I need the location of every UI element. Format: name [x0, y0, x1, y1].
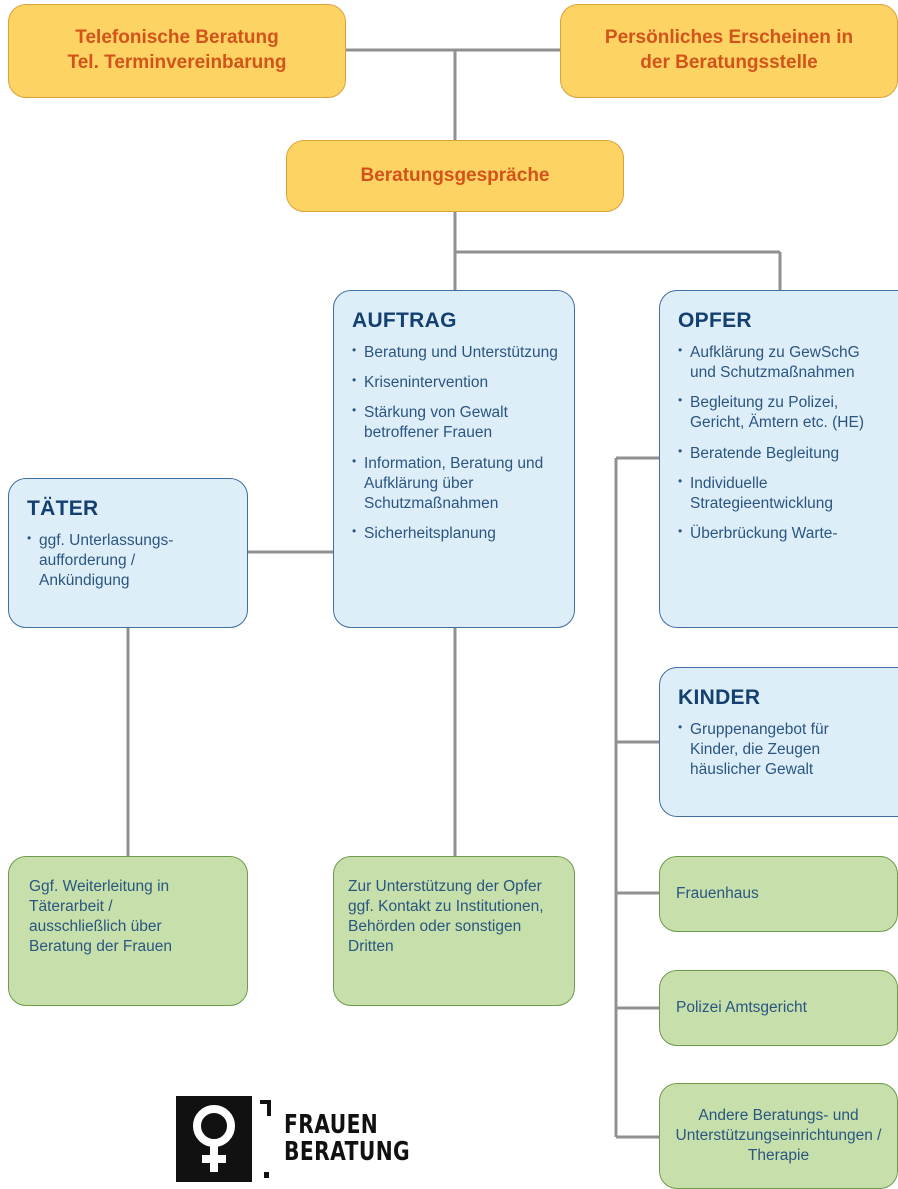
persoenliches-erscheinen-line2: der Beratungsstelle [640, 52, 818, 73]
opfer-list: Aufklärung zu GewSchG und Schutzmaßnahme… [678, 343, 884, 544]
opfer-item: Individuelle Strategieentwicklung [678, 474, 884, 514]
taeter-list: ggf. Unterlassungs- aufforderung / Ankün… [27, 531, 233, 591]
logo-line1: FRAUEN [284, 1109, 379, 1140]
kinder-title: KINDER [678, 686, 761, 709]
taeterarbeit-box: Ggf. Weiterleitung in Täterarbeit / auss… [8, 856, 248, 1006]
institutionen-box: Zur Unterstützung der Opfer ggf. Kontakt… [333, 856, 575, 1006]
telefonische-beratung-box: Telefonische Beratung Tel. Terminvereinb… [8, 4, 346, 98]
persoenliches-erscheinen-box: Persönliches Erscheinen in der Beratungs… [560, 4, 898, 98]
auftrag-list: Beratung und Unterstützung Kriseninterve… [352, 343, 560, 544]
institutionen-text: Zur Unterstützung der Opfer ggf. Kontakt… [348, 878, 544, 956]
telefonische-beratung-line1: Telefonische Beratung [75, 27, 279, 49]
andere-beratung-text: Andere Beratungs- und Unterstützungseinr… [675, 1106, 882, 1165]
opfer-item: Aufklärung zu GewSchG und Schutzmaßnahme… [678, 343, 884, 383]
beratungsgespraeche-label: Beratungsgespräche [360, 164, 550, 186]
frauenhaus-box: Frauenhaus [659, 856, 898, 932]
taeterarbeit-text: Ggf. Weiterleitung in Täterarbeit / auss… [29, 878, 173, 956]
taeter-item: ggf. Unterlassungs- aufforderung / Ankün… [27, 531, 209, 591]
opfer-item: Beratende Begleitung [678, 444, 884, 464]
andere-beratung-box: Andere Beratungs- und Unterstützungseinr… [659, 1083, 898, 1189]
kinder-list: Gruppenangebot für Kinder, die Zeugen hä… [678, 720, 884, 780]
kinder-box: KINDER Gruppenangebot für Kinder, die Ze… [659, 667, 898, 817]
auftrag-item: Stärkung von Gewalt betroffener Frauen [352, 403, 560, 443]
polizei-amtsgericht-box: Polizei Amtsgericht [659, 970, 898, 1046]
telefonische-beratung-line2: Tel. Terminvereinbarung [67, 52, 287, 73]
taeter-box: TÄTER ggf. Unterlassungs- aufforderung /… [8, 478, 248, 628]
auftrag-item: Information, Beratung und Aufklärung übe… [352, 454, 560, 514]
opfer-title: OPFER [678, 309, 752, 332]
venus-symbol-icon [176, 1096, 252, 1182]
logo-line2: BERATUNG [284, 1137, 411, 1167]
auftrag-item: Krisenintervention [352, 373, 560, 393]
kinder-item: Gruppenangebot für Kinder, die Zeugen hä… [678, 720, 865, 780]
frauenberatung-logo: FRAUEN BERATUNG [176, 1096, 446, 1182]
beratungsgespraeche-box: Beratungsgespräche [286, 140, 624, 212]
auftrag-item: Sicherheitsplanung [352, 524, 560, 544]
opfer-box: OPFER Aufklärung zu GewSchG und Schutzma… [659, 290, 898, 628]
opfer-item: Überbrückung Warte- [678, 524, 884, 544]
auftrag-item: Beratung und Unterstützung [352, 343, 560, 363]
opfer-item: Begleitung zu Polizei, Gericht, Ämtern e… [678, 393, 884, 433]
polizei-amtsgericht-text: Polizei Amtsgericht [676, 998, 807, 1016]
persoenliches-erscheinen-line1: Persönliches Erscheinen in [604, 27, 854, 49]
logo-wordmark: FRAUEN BERATUNG [284, 1109, 411, 1167]
auftrag-title: AUFTRAG [352, 309, 457, 332]
frauenhaus-text: Frauenhaus [676, 884, 759, 902]
taeter-title: TÄTER [27, 497, 99, 520]
auftrag-box: AUFTRAG Beratung und Unterstützung Krise… [333, 290, 575, 628]
bracket-mark-icon [260, 1100, 271, 1178]
